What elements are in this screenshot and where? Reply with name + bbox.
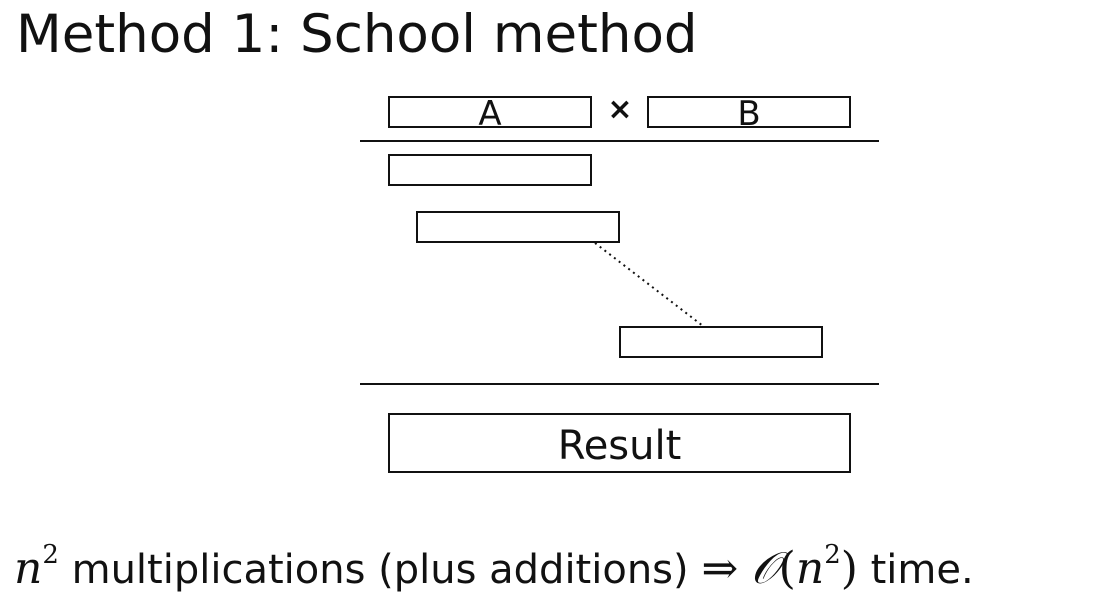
times-symbol: × xyxy=(607,92,633,127)
implies-symbol: ⇒ xyxy=(701,543,739,594)
exponent-2-second: 2 xyxy=(824,540,841,570)
operand-a-box: A xyxy=(388,94,592,134)
result-box: Result xyxy=(388,413,851,473)
n-variable: n xyxy=(14,543,43,594)
operand-b-box: B xyxy=(647,94,851,134)
complexity-statement: n2 multiplications (plus additions) ⇒ 𝒪(… xyxy=(14,520,974,605)
operand-a-label: A xyxy=(478,94,502,134)
slide-title: Method 1: School method xyxy=(16,4,698,65)
close-paren: ) xyxy=(840,543,858,594)
open-paren: ( xyxy=(778,543,796,594)
exponent-2: 2 xyxy=(42,540,59,570)
n-variable-2: n xyxy=(795,543,825,594)
statement-text: multiplications (plus additions) xyxy=(58,547,702,593)
partial-product-row-1 xyxy=(388,154,592,186)
result-label: Result xyxy=(557,423,682,469)
top-rule xyxy=(360,140,879,142)
bottom-rule xyxy=(360,383,879,385)
statement-tail: time. xyxy=(857,547,974,593)
operand-b-label: B xyxy=(737,94,761,134)
big-o-symbol: 𝒪 xyxy=(750,543,779,594)
partial-product-row-2 xyxy=(416,211,620,243)
partial-product-row-n xyxy=(619,326,823,358)
